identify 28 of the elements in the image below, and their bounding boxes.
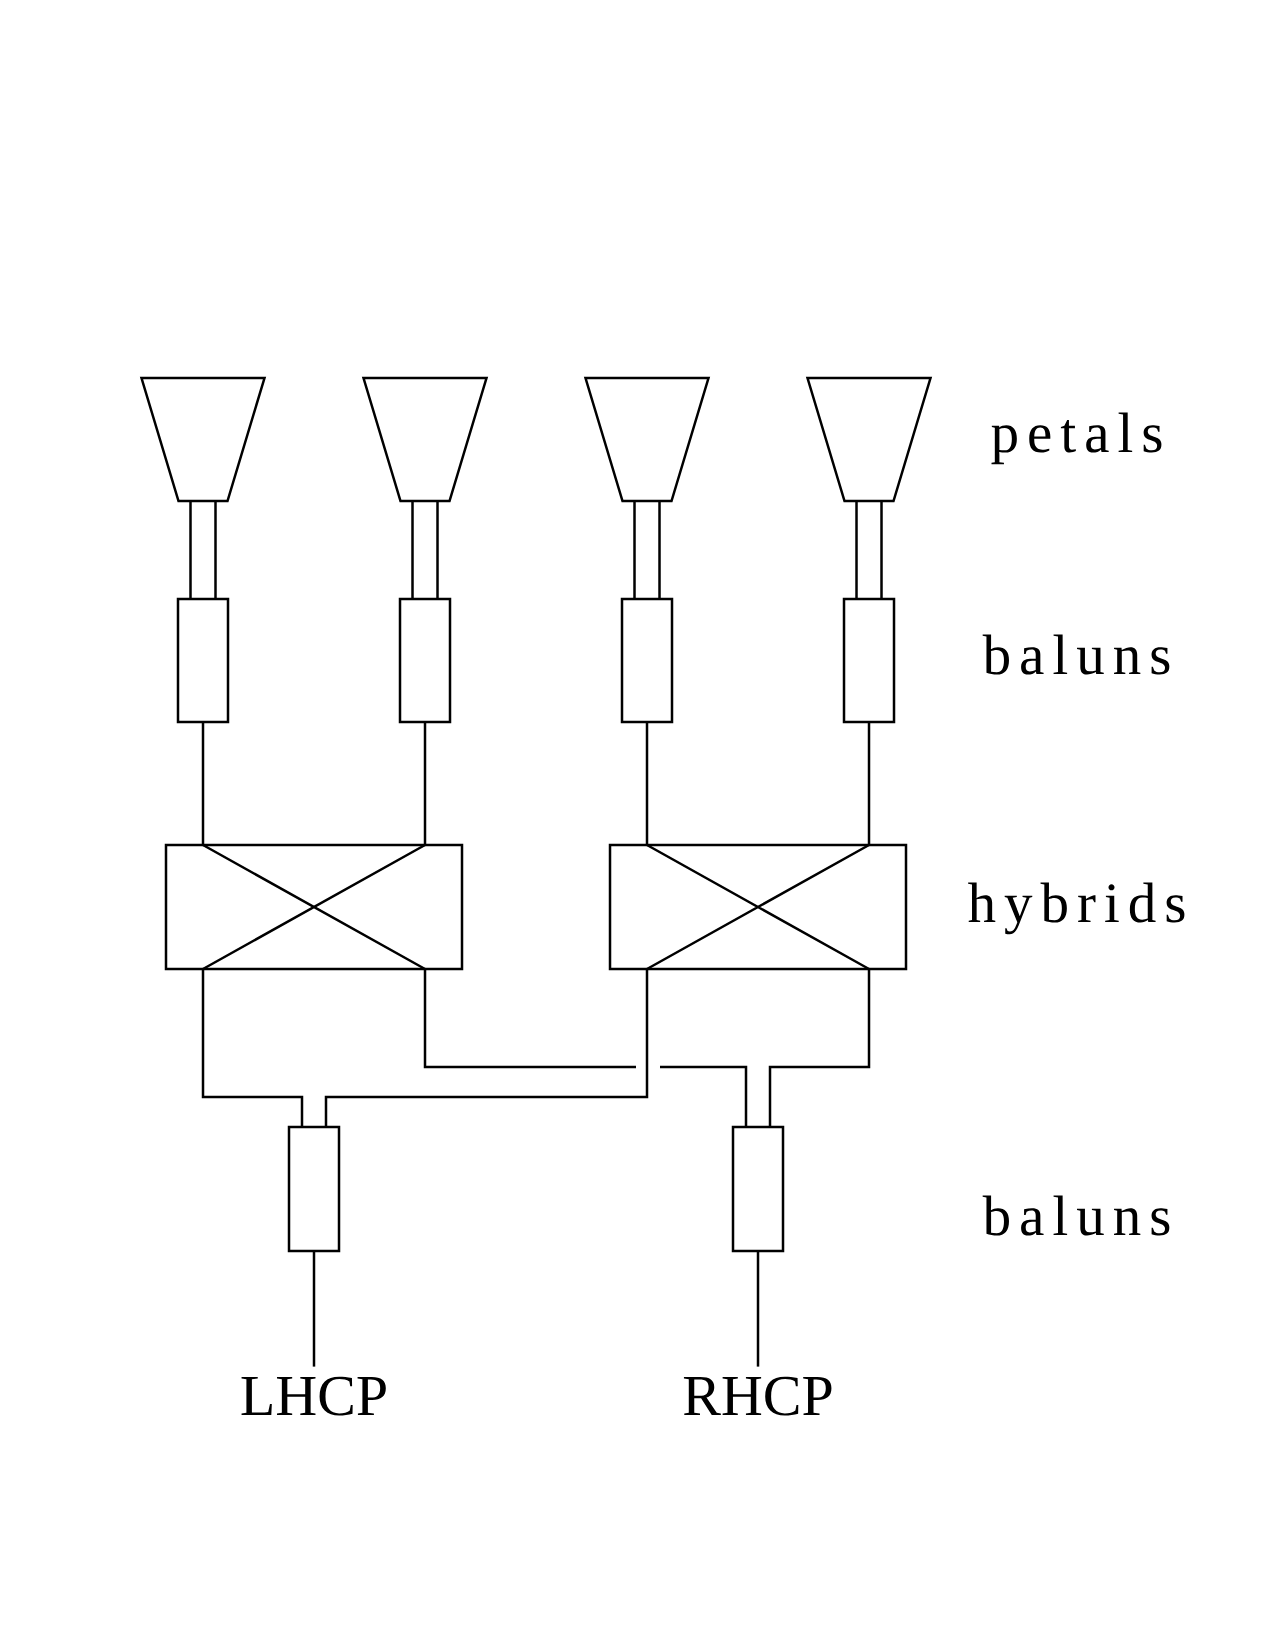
connector-line <box>867 722 871 845</box>
row-label: petals <box>991 412 1162 465</box>
balun-box <box>731 1125 785 1253</box>
feed-line <box>189 499 217 601</box>
balun-box <box>620 597 674 724</box>
port-label: LHCP <box>241 1376 386 1416</box>
row-label: baluns <box>982 634 1170 675</box>
connector-line <box>201 969 304 1127</box>
feed-line <box>411 499 439 601</box>
hybrid-box <box>608 843 908 971</box>
balun-box <box>842 597 896 724</box>
connector-line <box>645 722 649 845</box>
connector-line <box>768 969 871 1127</box>
connector-line <box>324 969 649 1127</box>
balun-box <box>287 1125 341 1253</box>
port-label: RHCP <box>683 1376 832 1416</box>
balun-box <box>176 597 230 724</box>
hybrid-box <box>164 843 464 971</box>
feed-line <box>633 499 661 601</box>
connector-line <box>423 969 748 1127</box>
balun-box <box>398 597 452 724</box>
connector-line <box>312 1251 316 1367</box>
connector-line <box>201 722 205 845</box>
row-label: hybrids <box>968 882 1185 935</box>
feed-line <box>855 499 883 601</box>
row-label: baluns <box>982 1195 1170 1236</box>
connector-line <box>756 1251 760 1367</box>
connector-line <box>423 722 427 845</box>
